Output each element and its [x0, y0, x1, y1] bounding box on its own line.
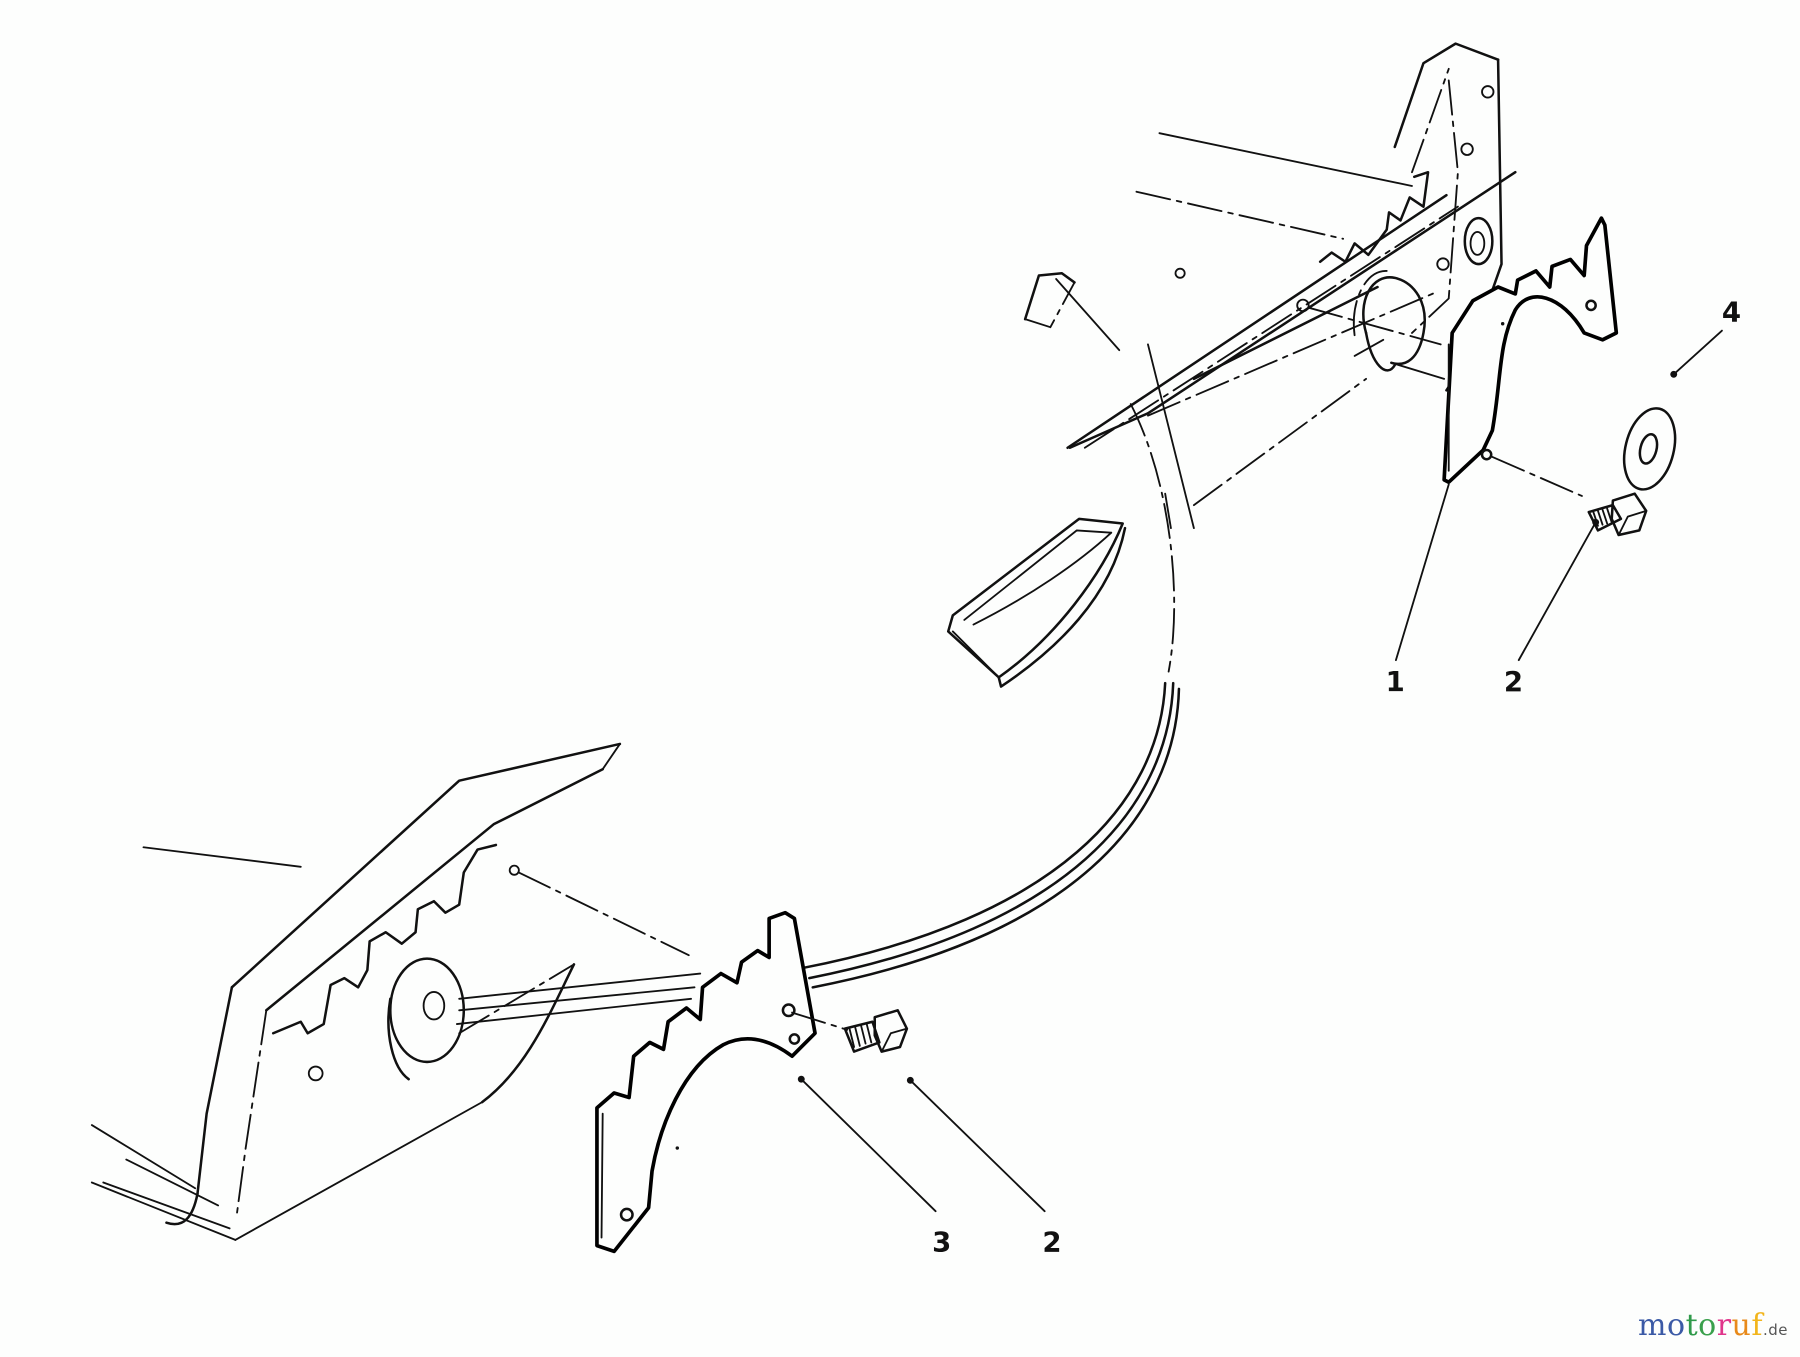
bolt-part-2-bottom: [843, 1009, 909, 1053]
front-deck-housing: [90, 742, 702, 1241]
callout-1: 1: [1386, 666, 1405, 698]
washer-part-4: [1622, 407, 1677, 491]
handle-grip: [946, 517, 1127, 688]
watermark-letter: u: [1731, 1308, 1752, 1343]
watermark-logo: motoruf.de: [1638, 1308, 1788, 1343]
bolt-part-2-top: [1587, 492, 1648, 537]
watermark-letter: r: [1716, 1308, 1732, 1343]
callout-2-top: 2: [1504, 666, 1523, 698]
callout-2-bottom: 2: [1042, 1226, 1061, 1258]
rear-height-bracket-part-1: [1442, 216, 1619, 497]
watermark-letter: t: [1685, 1308, 1699, 1343]
frame-rod: [802, 343, 1195, 989]
watermark-letter: f: [1751, 1308, 1763, 1343]
callout-3: 3: [932, 1226, 951, 1258]
watermark-letter: o: [1698, 1308, 1717, 1343]
callout-4: 4: [1722, 296, 1741, 328]
watermark-domain-suffix: .de: [1762, 1321, 1788, 1339]
watermark-letter: m: [1638, 1308, 1667, 1343]
watermark-letter: o: [1667, 1308, 1686, 1343]
front-height-bracket-part-3: [595, 910, 849, 1254]
rear-deck-housing: [1023, 42, 1517, 530]
callout-leaders: [797, 329, 1723, 1213]
